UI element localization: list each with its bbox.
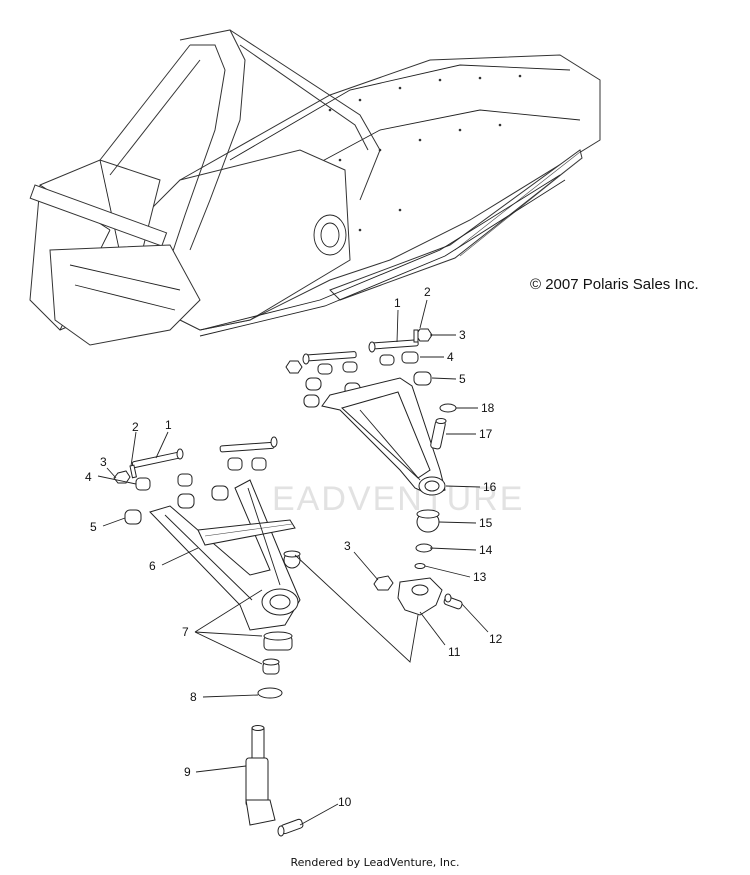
watermark-text: EADVENTURE — [272, 480, 524, 518]
callout-6: 6 — [149, 559, 156, 573]
bushing-4e — [135, 477, 151, 491]
callout-15: 15 — [479, 516, 493, 530]
bushing-5c — [305, 377, 322, 391]
nut-3-knuckle — [373, 575, 394, 591]
lower-a-arm-assembly — [113, 436, 304, 837]
footer-credit: Rendered by LeadVenture, Inc. — [290, 856, 460, 869]
bushing-4c — [342, 361, 358, 373]
assembly-guide-lines — [294, 554, 419, 663]
callout-7: 7 — [182, 625, 189, 639]
bushing-4h — [251, 457, 267, 471]
bolt-lower-right — [219, 436, 278, 453]
callout-11: 11 — [448, 645, 461, 659]
bushing-5a — [413, 371, 432, 386]
callout-5-lower: 5 — [90, 520, 97, 534]
copyright-notice: © 2007 Polaris Sales Inc. — [530, 276, 699, 293]
bushing-5d — [303, 394, 320, 408]
bushing-4f — [177, 473, 193, 487]
callout-3-upper: 3 — [459, 328, 466, 342]
callout-4-upper: 4 — [447, 350, 454, 364]
callout-10: 10 — [338, 795, 352, 809]
spindle-9 — [245, 725, 276, 826]
callout-1-lower: 1 — [165, 418, 172, 432]
callout-16: 16 — [483, 480, 497, 494]
upper-a-arm-assembly — [285, 328, 463, 616]
ball-joint-15 — [416, 509, 440, 533]
callout-3-lower: 3 — [100, 455, 107, 469]
leader-lines — [97, 299, 489, 826]
pin-12 — [443, 593, 463, 610]
callout-9: 9 — [184, 765, 191, 779]
bushing-4d — [317, 363, 333, 375]
ball-joint-7a — [283, 550, 301, 569]
clip-18 — [439, 403, 457, 413]
bushing-4b — [379, 354, 395, 366]
callout-labels: 1 2 3 4 5 18 17 16 15 14 13 3 12 11 3 2 … — [85, 285, 503, 809]
pin-17 — [430, 418, 447, 450]
washer-2-upper — [413, 329, 419, 343]
pin-10 — [277, 818, 304, 837]
retaining-ring-14 — [415, 543, 433, 553]
bushing-4g — [227, 457, 243, 471]
callout-13: 13 — [473, 570, 487, 584]
nut-upper-left — [285, 360, 303, 374]
callout-4-lower: 4 — [85, 470, 92, 484]
bushing-5g — [211, 485, 229, 501]
callout-14: 14 — [479, 543, 493, 557]
bolt-1-upper — [368, 339, 419, 353]
ball-joint-7c — [262, 658, 280, 675]
callout-5-upper: 5 — [459, 372, 466, 386]
bushing-4a — [401, 351, 419, 364]
bolt-1-lower — [131, 448, 184, 468]
bushing-5f — [177, 493, 195, 509]
callout-17: 17 — [479, 427, 493, 441]
callout-12: 12 — [489, 632, 503, 646]
washer-13 — [414, 563, 426, 569]
spindle-knuckle-11 — [397, 577, 443, 616]
chassis-frame — [29, 29, 601, 346]
washer-2-lower — [129, 464, 138, 479]
callout-2-upper: 2 — [424, 285, 431, 299]
bushing-5e — [124, 509, 142, 525]
ball-joint-7b — [263, 631, 293, 651]
bolt-upper-left — [302, 351, 357, 365]
callout-8: 8 — [190, 690, 197, 704]
callout-2-lower: 2 — [132, 420, 139, 434]
callout-1-upper: 1 — [394, 296, 401, 310]
callout-18: 18 — [481, 401, 495, 415]
callout-3-knuckle: 3 — [344, 539, 351, 553]
retaining-ring-8 — [257, 687, 283, 699]
